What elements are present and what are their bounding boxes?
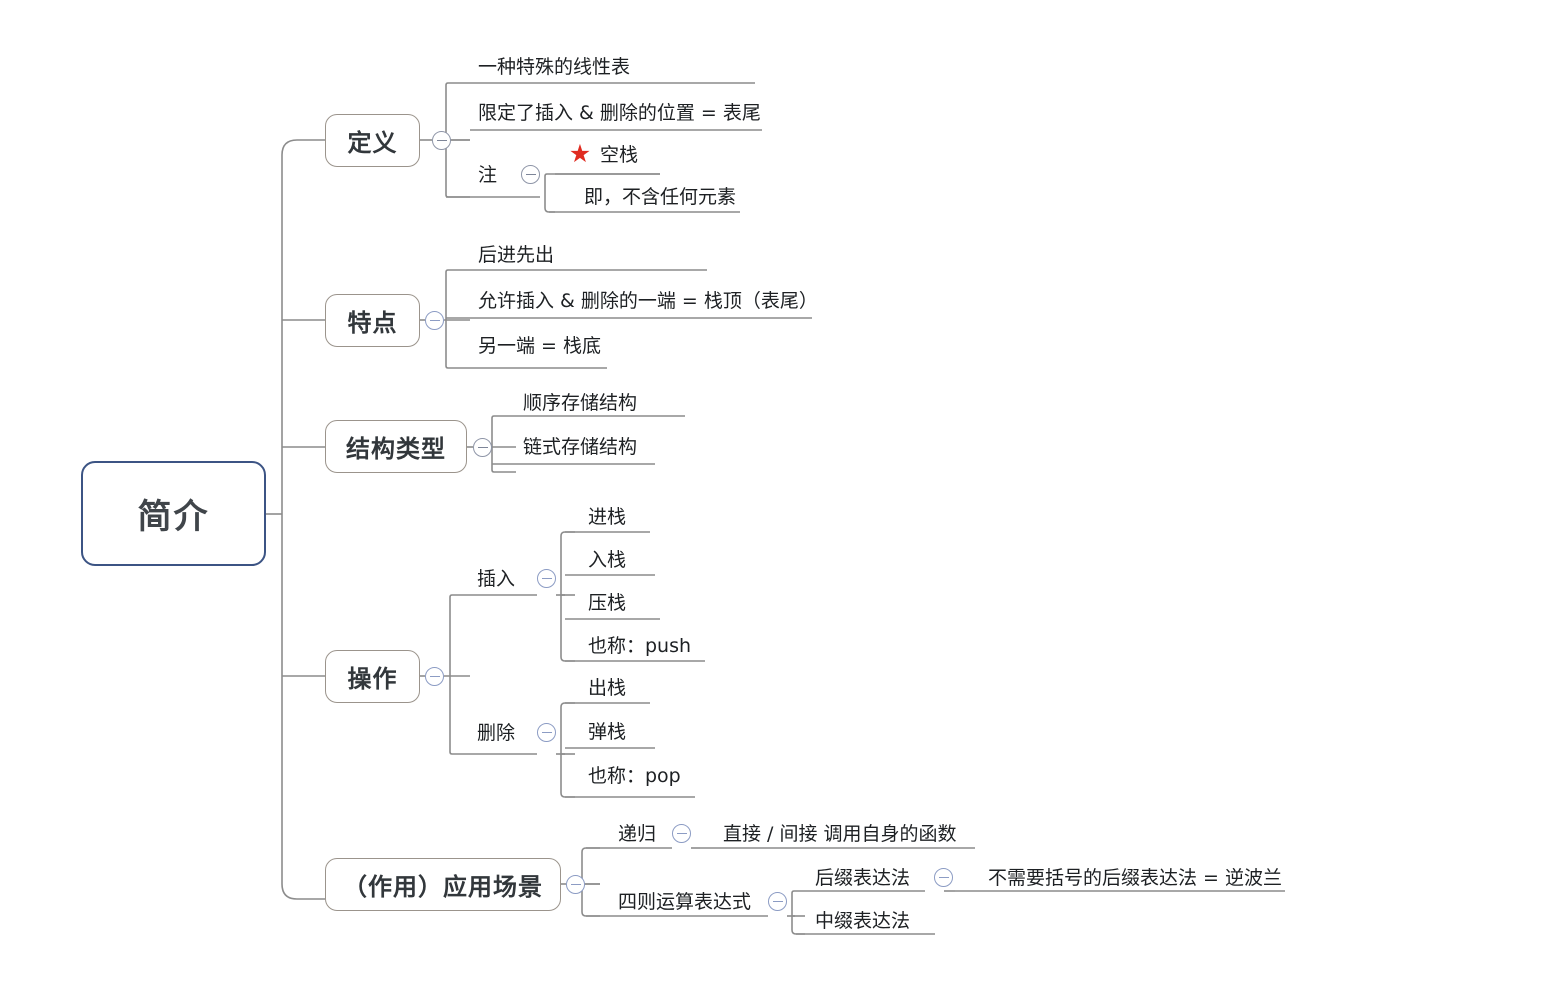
collapse-toggle-features[interactable] <box>425 311 444 330</box>
minus-icon <box>429 319 440 322</box>
root-node-label: 简介 <box>137 497 210 537</box>
branch-node-applications-label: （作用）应用场景 <box>343 873 543 901</box>
leaf-node[interactable]: 入栈 <box>588 549 627 571</box>
leaf-node[interactable]: 限定了插入 & 删除的位置 = 表尾 <box>478 102 761 124</box>
mid-node-delete[interactable]: 删除 <box>477 722 516 744</box>
branch-node-features-label: 特点 <box>347 309 398 337</box>
branch-node-operations-label: 操作 <box>347 665 398 693</box>
leaf-node[interactable]: 直接 / 间接 调用自身的函数 <box>723 823 957 845</box>
root-node[interactable]: 简介 <box>81 461 266 566</box>
minus-icon <box>938 876 949 879</box>
leaf-node[interactable]: 中缀表达法 <box>815 910 911 932</box>
minus-icon <box>570 883 581 886</box>
branch-node-applications[interactable]: （作用）应用场景 <box>325 858 561 911</box>
leaf-node[interactable]: 不需要括号的后缀表达法 = 逆波兰 <box>988 867 1282 889</box>
minus-icon <box>541 731 552 734</box>
branch-node-structure-types-label: 结构类型 <box>346 435 446 463</box>
leaf-node[interactable]: 压栈 <box>588 592 627 614</box>
mid-node-arithmetic-expression[interactable]: 四则运算表达式 <box>618 891 752 913</box>
collapse-toggle-structure-types[interactable] <box>473 438 492 457</box>
leaf-node[interactable]: 出栈 <box>588 677 627 699</box>
minus-icon <box>429 675 440 678</box>
leaf-node[interactable]: 链式存储结构 <box>523 436 638 458</box>
leaf-node[interactable]: 即，不含任何元素 <box>584 186 737 208</box>
mid-node-insert[interactable]: 插入 <box>477 568 516 590</box>
mid-node-postfix-notation[interactable]: 后缀表达法 <box>815 867 911 889</box>
collapse-toggle-applications[interactable] <box>566 875 585 894</box>
branch-node-features[interactable]: 特点 <box>325 294 420 347</box>
leaf-node[interactable]: 后进先出 <box>478 244 555 266</box>
leaf-node[interactable]: 也称：push <box>588 635 692 657</box>
leaf-node[interactable]: 空栈 <box>600 144 639 166</box>
branch-node-definition[interactable]: 定义 <box>325 114 420 167</box>
leaf-node[interactable]: 弹栈 <box>588 721 627 743</box>
minus-icon <box>541 577 552 580</box>
minus-icon <box>436 139 447 142</box>
collapse-toggle-operations[interactable] <box>425 667 444 686</box>
mid-node-recursion[interactable]: 递归 <box>618 823 657 845</box>
collapse-toggle-insert[interactable] <box>537 569 556 588</box>
collapse-toggle-note[interactable] <box>521 165 540 184</box>
leaf-node[interactable]: 另一端 = 栈底 <box>478 335 601 357</box>
collapse-toggle-delete[interactable] <box>537 723 556 742</box>
branch-node-operations[interactable]: 操作 <box>325 650 420 703</box>
collapse-toggle-definition[interactable] <box>432 131 451 150</box>
collapse-toggle-postfix-notation[interactable] <box>934 868 953 887</box>
minus-icon <box>676 832 687 835</box>
branch-node-structure-types[interactable]: 结构类型 <box>325 420 467 473</box>
minus-icon <box>772 900 783 903</box>
leaf-node[interactable]: 进栈 <box>588 506 627 528</box>
leaf-node[interactable]: 一种特殊的线性表 <box>478 56 631 78</box>
leaf-node[interactable]: 允许插入 & 删除的一端 = 栈顶（表尾） <box>478 290 818 312</box>
collapse-toggle-arithmetic-expression[interactable] <box>768 892 787 911</box>
minus-icon <box>525 173 536 176</box>
leaf-node[interactable]: 也称：pop <box>588 765 681 787</box>
red-star-icon: ★ <box>568 139 592 168</box>
collapse-toggle-recursion[interactable] <box>672 824 691 843</box>
mid-node-note[interactable]: 注 <box>478 164 498 186</box>
branch-node-definition-label: 定义 <box>347 129 398 157</box>
leaf-node[interactable]: 顺序存储结构 <box>523 392 638 414</box>
minus-icon <box>477 446 488 449</box>
